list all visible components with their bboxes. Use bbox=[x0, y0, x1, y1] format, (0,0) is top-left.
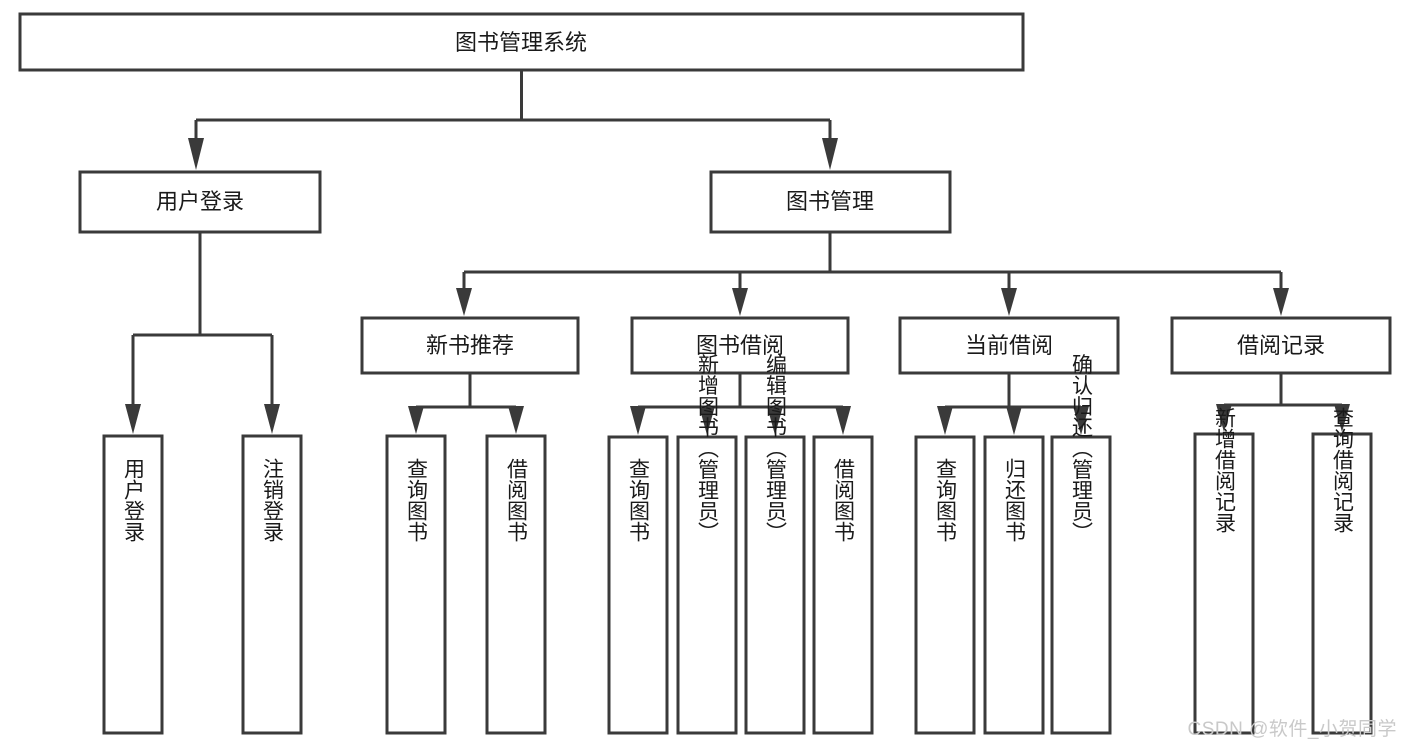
leaf-borrow-book-recommend[interactable]: 借阅图书 bbox=[485, 434, 547, 735]
leaf-borrow-book-box[interactable] bbox=[812, 435, 874, 735]
node-book-management[interactable]: 图书管理 bbox=[709, 170, 952, 234]
node-current-borrow-box[interactable] bbox=[898, 316, 1120, 375]
leaf-borrow-book-label: 借阅图书 bbox=[832, 458, 856, 542]
arrow-head-leaf-add-book bbox=[699, 406, 715, 435]
leaf-confirm-return-admin-box[interactable] bbox=[1050, 435, 1112, 735]
leaf-return-book-box[interactable] bbox=[983, 435, 1045, 735]
leaf-borrow-book-recommend-label: 借阅图书 bbox=[505, 458, 529, 542]
arrow-head-to-borrow-record bbox=[1273, 288, 1289, 316]
connectors-borrow-record bbox=[1216, 373, 1350, 432]
arrow-head-to-user-login bbox=[188, 138, 204, 170]
node-root-label: 图书管理系统 bbox=[455, 30, 587, 55]
node-borrow-record[interactable]: 借阅记录 bbox=[1170, 316, 1392, 375]
arrow-head-leaf-borrow-book-bb bbox=[835, 406, 851, 435]
node-book-borrow-box[interactable] bbox=[630, 316, 850, 375]
arrow-head-leaf-borrow-book-nbr bbox=[508, 406, 524, 434]
connectors-current-borrow bbox=[937, 373, 1089, 435]
node-root-system[interactable]: 图书管理系统 bbox=[18, 12, 1025, 72]
node-current-borrow[interactable]: 当前借阅 bbox=[898, 316, 1120, 375]
leaf-query-book-current-box[interactable] bbox=[914, 435, 976, 735]
arrow-head-leaf-add-record bbox=[1216, 404, 1232, 432]
watermark: CSDN @软件_小贺同学 bbox=[1187, 719, 1397, 740]
leaf-add-borrow-record-label: 新增借阅记录 bbox=[1213, 407, 1237, 533]
leaf-add-borrow-record-box[interactable] bbox=[1193, 432, 1255, 735]
leaf-query-book-current[interactable]: 查询图书 bbox=[914, 435, 976, 735]
arrow-head-leaf-query-book-bb bbox=[630, 406, 646, 435]
arrow-head-to-book-management bbox=[822, 138, 838, 170]
leaf-user-login-box[interactable] bbox=[102, 434, 164, 735]
leaf-query-borrow-record-box[interactable] bbox=[1311, 432, 1373, 735]
node-book-management-box[interactable] bbox=[709, 170, 952, 234]
leaf-return-book[interactable]: 归还图书 bbox=[983, 435, 1045, 735]
node-root-box[interactable] bbox=[18, 12, 1025, 72]
node-borrow-record-box[interactable] bbox=[1170, 316, 1392, 375]
leaf-logout-box[interactable] bbox=[241, 434, 303, 735]
leaf-add-borrow-record[interactable]: 新增借阅记录 bbox=[1193, 407, 1255, 735]
leaf-confirm-return-admin-label: 确认归还（管理员） bbox=[1070, 354, 1094, 543]
arrow-head-leaf-user-login bbox=[125, 404, 141, 434]
node-book-borrow[interactable]: 图书借阅 bbox=[630, 316, 850, 375]
node-user-login-label: 用户登录 bbox=[156, 189, 244, 214]
arrow-head-to-new-book-recommend bbox=[456, 288, 472, 316]
arrow-head-leaf-edit-book bbox=[767, 406, 783, 435]
arrow-head-leaf-logout bbox=[264, 404, 280, 434]
leaf-logout[interactable]: 注销登录 bbox=[241, 434, 303, 735]
leaf-edit-book-admin-box[interactable] bbox=[744, 435, 806, 735]
leaf-query-book-current-label: 查询图书 bbox=[934, 458, 958, 542]
node-new-book-recommend-label: 新书推荐 bbox=[426, 333, 514, 358]
node-book-borrow-label: 图书借阅 bbox=[696, 333, 784, 358]
leaf-query-book-borrow-label: 查询图书 bbox=[627, 458, 651, 542]
node-new-book-recommend[interactable]: 新书推荐 bbox=[360, 316, 580, 375]
leaf-query-book-recommend-label: 查询图书 bbox=[405, 458, 429, 542]
node-book-management-label: 图书管理 bbox=[786, 189, 874, 214]
leaf-confirm-return-admin[interactable]: 确认归还（管理员） bbox=[1050, 354, 1112, 735]
leaf-borrow-book-recommend-box[interactable] bbox=[485, 434, 547, 735]
arrow-head-leaf-query-record bbox=[1334, 404, 1350, 432]
leaf-query-book-recommend-box[interactable] bbox=[385, 434, 447, 735]
connectors-book-management bbox=[456, 232, 1289, 316]
leaf-query-borrow-record[interactable]: 查询借阅记录 bbox=[1311, 407, 1373, 735]
connectors-user-login bbox=[125, 232, 280, 434]
arrow-head-leaf-query-book-nbr bbox=[408, 406, 424, 434]
node-borrow-record-label: 借阅记录 bbox=[1237, 333, 1325, 358]
leaf-add-book-admin[interactable]: 新增图书（管理员） bbox=[676, 354, 738, 735]
connectors-root bbox=[188, 70, 838, 170]
node-user-login[interactable]: 用户登录 bbox=[78, 170, 322, 234]
leaf-query-book-recommend[interactable]: 查询图书 bbox=[385, 434, 447, 735]
node-current-borrow-label: 当前借阅 bbox=[965, 333, 1053, 358]
arrow-head-to-book-borrow bbox=[732, 288, 748, 316]
leaf-edit-book-admin-label: 编辑图书（管理员） bbox=[764, 354, 788, 543]
leaf-borrow-book[interactable]: 借阅图书 bbox=[812, 435, 874, 735]
leaf-user-login-label: 用户登录 bbox=[122, 458, 146, 542]
leaf-query-book-borrow-box[interactable] bbox=[607, 435, 669, 735]
arrow-head-leaf-return-book bbox=[1006, 406, 1022, 435]
leaf-user-login[interactable]: 用户登录 bbox=[102, 434, 164, 735]
leaf-query-book-borrow[interactable]: 查询图书 bbox=[607, 435, 669, 735]
leaf-edit-book-admin[interactable]: 编辑图书（管理员） bbox=[744, 354, 806, 735]
arrow-head-leaf-query-book-cb bbox=[937, 406, 953, 435]
arrow-head-leaf-confirm-return bbox=[1073, 406, 1089, 435]
arrow-head-to-current-borrow bbox=[1001, 288, 1017, 316]
leaf-query-borrow-record-label: 查询借阅记录 bbox=[1331, 407, 1355, 533]
leaf-add-book-admin-label: 新增图书（管理员） bbox=[696, 354, 720, 543]
connectors-book-borrow bbox=[630, 373, 851, 435]
leaf-add-book-admin-box[interactable] bbox=[676, 435, 738, 735]
leaf-logout-label: 注销登录 bbox=[261, 458, 285, 542]
connectors-new-book-recommend bbox=[408, 373, 524, 434]
node-user-login-box[interactable] bbox=[78, 170, 322, 234]
leaf-return-book-label: 归还图书 bbox=[1003, 458, 1027, 542]
node-new-book-recommend-box[interactable] bbox=[360, 316, 580, 375]
